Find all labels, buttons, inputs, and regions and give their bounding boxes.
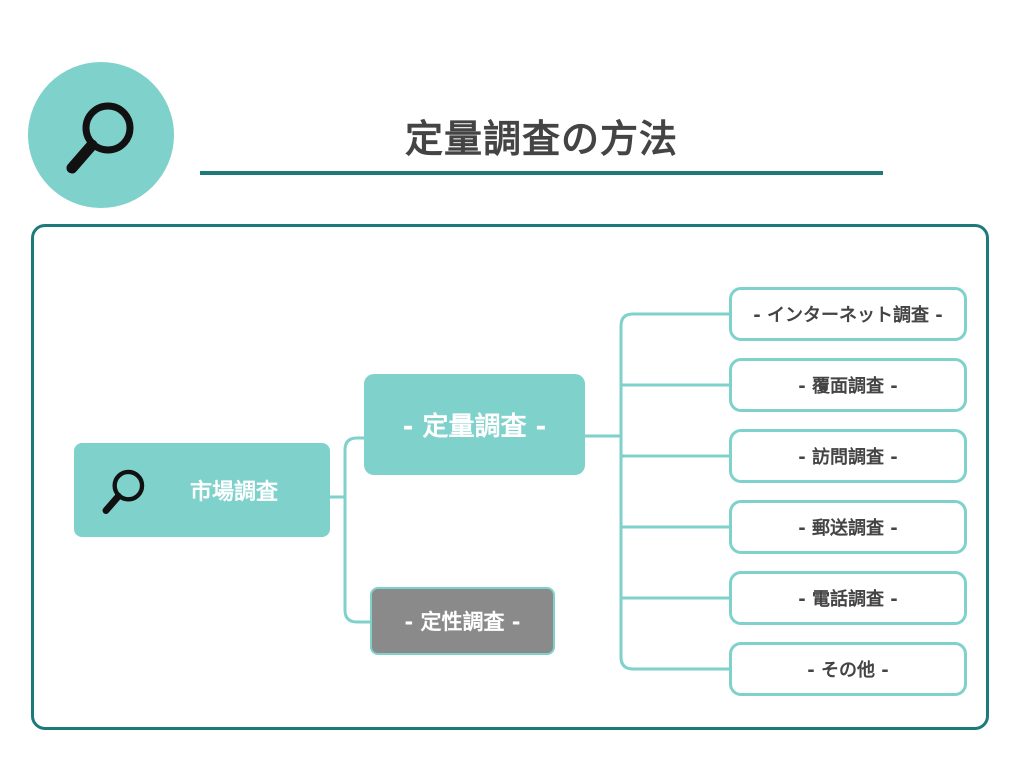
branch-label: - 定性調査 - <box>404 610 521 634</box>
leaf-node-mail-survey: - 郵送調査 - <box>729 500 967 554</box>
leaf-node-visit-survey: - 訪問調査 - <box>729 429 967 483</box>
root-label: 市場調査 <box>189 480 278 505</box>
leaf-label: - 訪問調査 - <box>798 447 898 468</box>
title-underline <box>200 171 883 175</box>
leaf-label: - 郵送調査 - <box>798 518 898 539</box>
leaf-label: - 覆面調査 - <box>798 376 898 397</box>
branch-node-quantitative: - 定量調査 - <box>364 374 585 475</box>
header-icon-badge <box>28 62 174 208</box>
leaf-label: - 電話調査 - <box>798 589 898 610</box>
branch-label: - 定量調査 - <box>402 412 547 442</box>
connector-leaf-spine <box>619 312 729 671</box>
leaf-node-mystery-shopping: - 覆面調査 - <box>729 358 967 412</box>
diagram-frame <box>31 224 989 730</box>
branch-node-qualitative: - 定性調査 - <box>370 587 555 655</box>
connector-root-branches <box>343 436 370 624</box>
leaf-label: - その他 - <box>807 660 889 681</box>
leaf-label: - インターネット調査 - <box>753 305 943 326</box>
leaf-node-other: - その他 - <box>729 642 967 696</box>
magnifier-icon <box>102 469 145 514</box>
magnifier-icon <box>66 102 134 174</box>
page-title: 定量調査の方法 <box>404 117 678 161</box>
leaf-node-internet-survey: - インターネット調査 - <box>729 287 967 341</box>
leaf-node-phone-survey: - 電話調査 - <box>729 571 967 625</box>
root-node-market-research: 市場調査 <box>74 443 330 537</box>
